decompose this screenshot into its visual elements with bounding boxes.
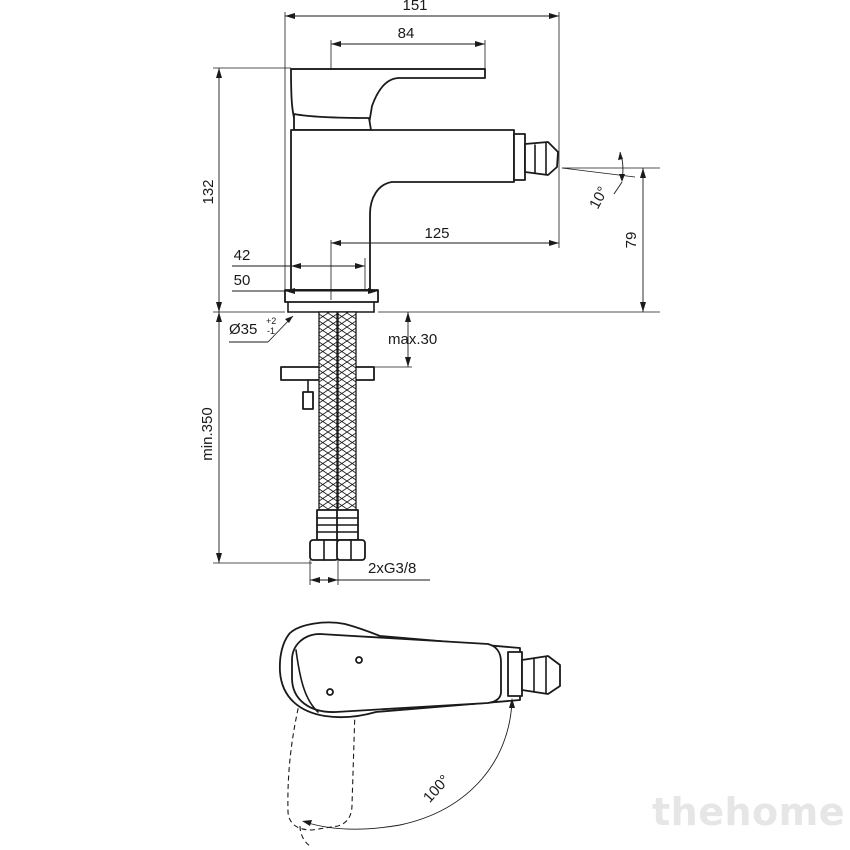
nozzle-tip <box>524 141 559 176</box>
top-spout-end <box>507 651 523 697</box>
dim-base-50: 50 <box>234 272 251 289</box>
cartridge-cap <box>293 113 372 131</box>
dim-hose-length: min.350 <box>199 407 216 460</box>
handle-rotated-ghost <box>287 699 356 831</box>
dim-hole-tol-plus: +2 <box>266 316 276 326</box>
dim-spout-angle: 10° <box>586 184 612 212</box>
aerator-nozzle <box>513 133 526 181</box>
base-plate <box>284 289 379 303</box>
fixing-bolt <box>302 391 314 410</box>
top-view: 100° <box>278 621 561 847</box>
dim-height: 132 <box>200 179 217 204</box>
top-nozzle <box>521 655 561 695</box>
dim-handle-length: 84 <box>398 25 415 42</box>
dim-total-length: 151 <box>402 0 427 14</box>
top-handle <box>291 633 502 713</box>
dim-handle-rotation: 100° <box>420 772 453 806</box>
hose-right-braid <box>338 312 356 510</box>
dim-base-42: 42 <box>234 247 251 264</box>
dim-max-thickness: max.30 <box>388 331 437 348</box>
dim-hole-tol-minus: -1 <box>267 326 275 336</box>
tap-body <box>290 129 515 291</box>
dim-spout-height: 79 <box>623 232 640 249</box>
dim-connection: 2xG3/8 <box>368 560 416 577</box>
dim-spout-reach: 125 <box>424 225 449 242</box>
side-view: 151 84 132 125 42 50 79 <box>199 0 660 585</box>
rotation-arc <box>304 699 513 830</box>
watermark-logo: thehome <box>652 790 845 834</box>
handle-lever <box>290 68 486 125</box>
hose-left-braid <box>319 312 337 510</box>
dim-hole-diameter: Ø35 <box>229 321 257 338</box>
